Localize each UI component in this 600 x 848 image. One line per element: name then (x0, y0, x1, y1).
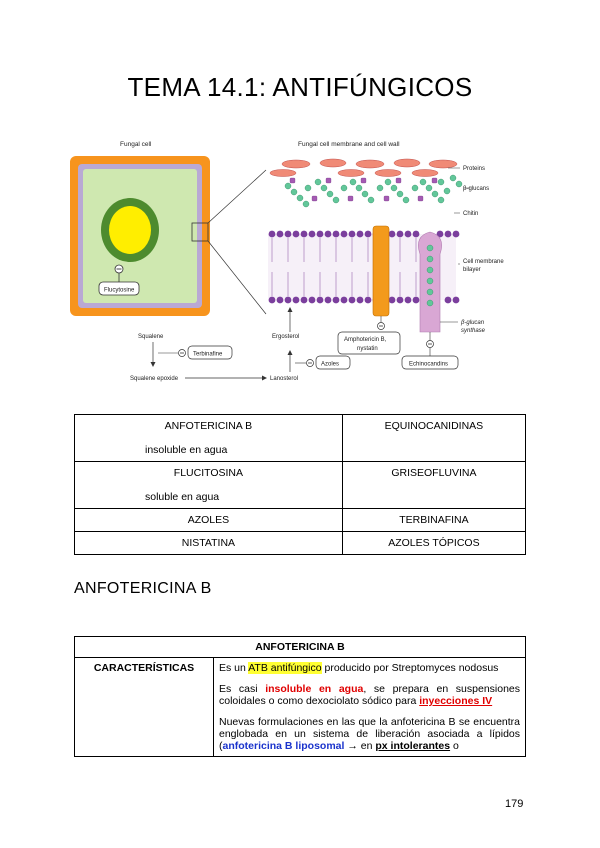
azoles-box (315, 355, 351, 370)
table-cell: TERBINAFINA (341, 508, 527, 532)
echinocandins-label: Echinocandins (409, 362, 448, 368)
amphotericin-label-line2: nystatin (357, 346, 378, 352)
amphotericin-channel (372, 225, 390, 317)
antifungal-targets-diagram: Fungal cell Flucytosine Fungal cell memb… (70, 141, 504, 382)
text-run: Es un (219, 662, 249, 674)
page-title: TEMA 14.1: ANTIFÚNGICOS (127, 72, 473, 102)
table-cell: GRISEOFLUVINA (341, 461, 527, 509)
drug-name: EQUINOCANIDINAS (384, 420, 484, 432)
highlighted-text: ATB antifúngico (248, 662, 322, 674)
drug-name: ANFOTERICINA B (164, 420, 253, 432)
table-cell: AZOLES (74, 508, 343, 532)
text-run: Nuevas formulaciones en las que la anfot… (219, 716, 520, 753)
squalene-epoxide-label: Squalene epoxide (130, 376, 179, 382)
glucan-synthase (418, 231, 442, 333)
fungal-cell-label: Fungal cell (120, 141, 152, 148)
azoles-label: Azoles (321, 362, 339, 368)
description-paragraph: Es un ATB antifúngico producido por Stre… (219, 662, 520, 674)
emphasis-text: insoluble en agua (265, 683, 364, 696)
text-run: o (450, 740, 459, 753)
amphotericin-table: ANFOTERICINA B CARACTERÍSTICAS Es un ATB… (74, 636, 526, 758)
flucytosine-box (98, 281, 140, 296)
chitin-layer (289, 177, 438, 202)
drug-name: FLUCITOSINA (173, 467, 244, 479)
lanosterol-label: Lanosterol (270, 376, 298, 382)
table-cell: FLUCITOSINA soluble en agua (74, 461, 343, 509)
characteristics-description: Es un ATB antifúngico producido por Stre… (213, 656, 526, 758)
table-row: CARACTERÍSTICAS Es un ATB antifúngico pr… (74, 656, 526, 758)
amphotericin-table-header: ANFOTERICINA B (74, 636, 526, 658)
table-cell: EQUINOCANIDINAS (341, 414, 527, 462)
synthase-label-line1: β-glucan (460, 320, 485, 326)
drug-name: NISTATINA (181, 537, 236, 549)
table-cell: ANFOTERICINA B insoluble en agua (74, 414, 343, 462)
emphasis-text: anfotericina B liposomal (222, 740, 345, 753)
amphotericin-box (337, 331, 401, 355)
description-paragraph: Es casi insoluble en agua, se prepara en… (219, 683, 520, 707)
membrane-wall-label: Fungal cell membrane and cell wall (298, 141, 400, 148)
section-heading: ANFOTERICINA B (74, 580, 212, 597)
drug-name: GRISEOFLUVINA (391, 467, 477, 479)
drug-note: insoluble en agua (145, 444, 228, 456)
echinocandins-box (401, 355, 459, 370)
drug-note: soluble en agua (145, 491, 220, 503)
nucleus-core (109, 206, 151, 254)
membrane-label-line1: Cell membrane (463, 259, 504, 265)
terbinafine-box (187, 345, 233, 360)
flucytosine-label: Flucytosine (104, 288, 135, 294)
terbinafine-label: Terbinafine (193, 352, 223, 358)
text-run: Es casi (219, 683, 266, 696)
table-row: NISTATINA AZOLES TÓPICOS (74, 531, 527, 555)
table-row: ANFOTERICINA B (74, 636, 526, 658)
emphasis-text: inyecciones IV (419, 695, 493, 708)
page-number: 179 (505, 798, 524, 810)
beta-glucans-label: β-glucans (463, 186, 489, 192)
table-row: FLUCITOSINA soluble en agua GRISEOFLUVIN… (74, 461, 527, 509)
zoom-box (191, 222, 209, 242)
table-cell: NISTATINA (74, 531, 343, 555)
text-run: , se prepara en suspensiones coloidales … (219, 683, 521, 708)
squalene-label: Squalene (138, 334, 164, 340)
synthase-label-line2: synthase (461, 328, 486, 334)
amphotericin-label-line1: Amphotericin B, (344, 337, 387, 343)
proteins-label: Proteins (463, 166, 485, 172)
drug-name: TERBINAFINA (399, 514, 469, 526)
table-cell: AZOLES TÓPICOS (341, 531, 527, 555)
table-row: ANFOTERICINA B insoluble en agua EQUINOC… (74, 414, 527, 462)
emphasis-text: px intolerantes (375, 740, 451, 753)
table-row: AZOLES TERBINAFINA (74, 508, 527, 532)
proteins-layer (269, 158, 458, 177)
drug-name: AZOLES TÓPICOS (388, 537, 480, 549)
membrane-label-line2: bilayer (463, 267, 481, 273)
chitin-label: Chitin (463, 211, 478, 217)
beta-glucan-chains (284, 174, 463, 208)
description-paragraph: Nuevas formulaciones en las que la anfot… (219, 716, 520, 752)
characteristics-label: CARACTERÍSTICAS (74, 656, 214, 758)
drug-name: AZOLES (187, 514, 230, 526)
antifungal-drug-table: ANFOTERICINA B insoluble en agua EQUINOC… (74, 414, 527, 555)
ergosterol-label: Ergosterol (272, 334, 299, 340)
text-run: → en (344, 740, 376, 753)
text-run: producido por Streptomyces nodosus (321, 662, 499, 674)
